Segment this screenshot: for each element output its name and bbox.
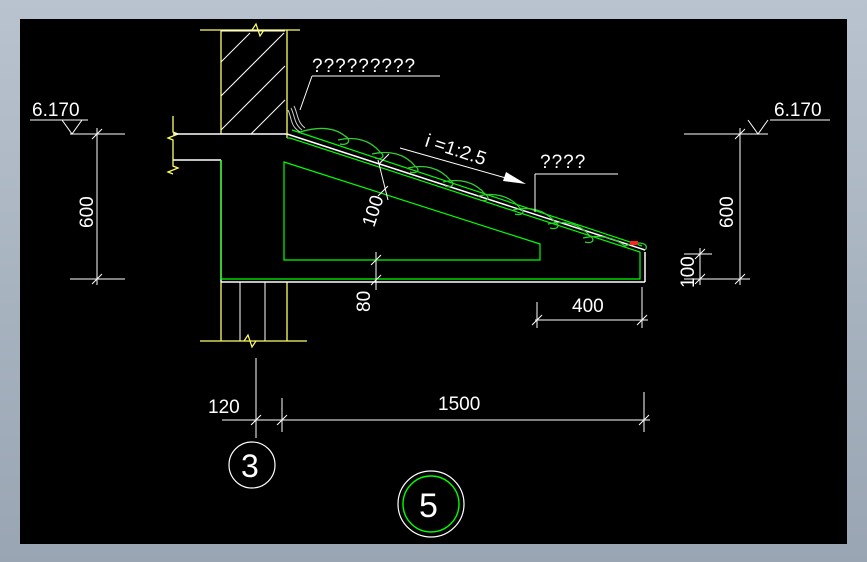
elev-right-label: 6.170 [774,100,822,121]
slope-note: ???? [540,152,586,173]
brick-wall [166,29,307,342]
right-dimensions [684,119,830,285]
dim-600-right: 600 [717,196,738,228]
sealant [287,105,306,133]
red-mark [630,241,638,245]
detail-number: 5 [419,487,438,525]
bottom-dimensions [222,358,650,438]
leaders [299,75,618,212]
wall-hatch [220,30,286,135]
top-note: ????????? [312,56,416,77]
left-dimensions [30,119,125,285]
dim-100-slab: 100 [359,193,389,230]
axis-number: 3 [241,448,259,484]
dim-400: 400 [572,296,604,317]
column-lines [239,282,266,341]
dim-1500: 1500 [438,394,480,415]
axis-bubble [228,441,276,489]
dim-600-left: 600 [77,196,98,228]
roof-tiles [299,127,647,251]
slope-arrow [503,172,526,184]
detail-bubble [397,470,465,538]
break-mark [243,22,265,349]
concrete-slab [220,129,643,280]
elev-left-label: 6.170 [32,100,80,121]
dim-120: 120 [208,397,240,418]
dim-100-end: 100 [678,256,699,288]
slab-dimensions [370,153,390,290]
dim-80: 80 [354,291,375,312]
dim-400-line [531,287,648,328]
